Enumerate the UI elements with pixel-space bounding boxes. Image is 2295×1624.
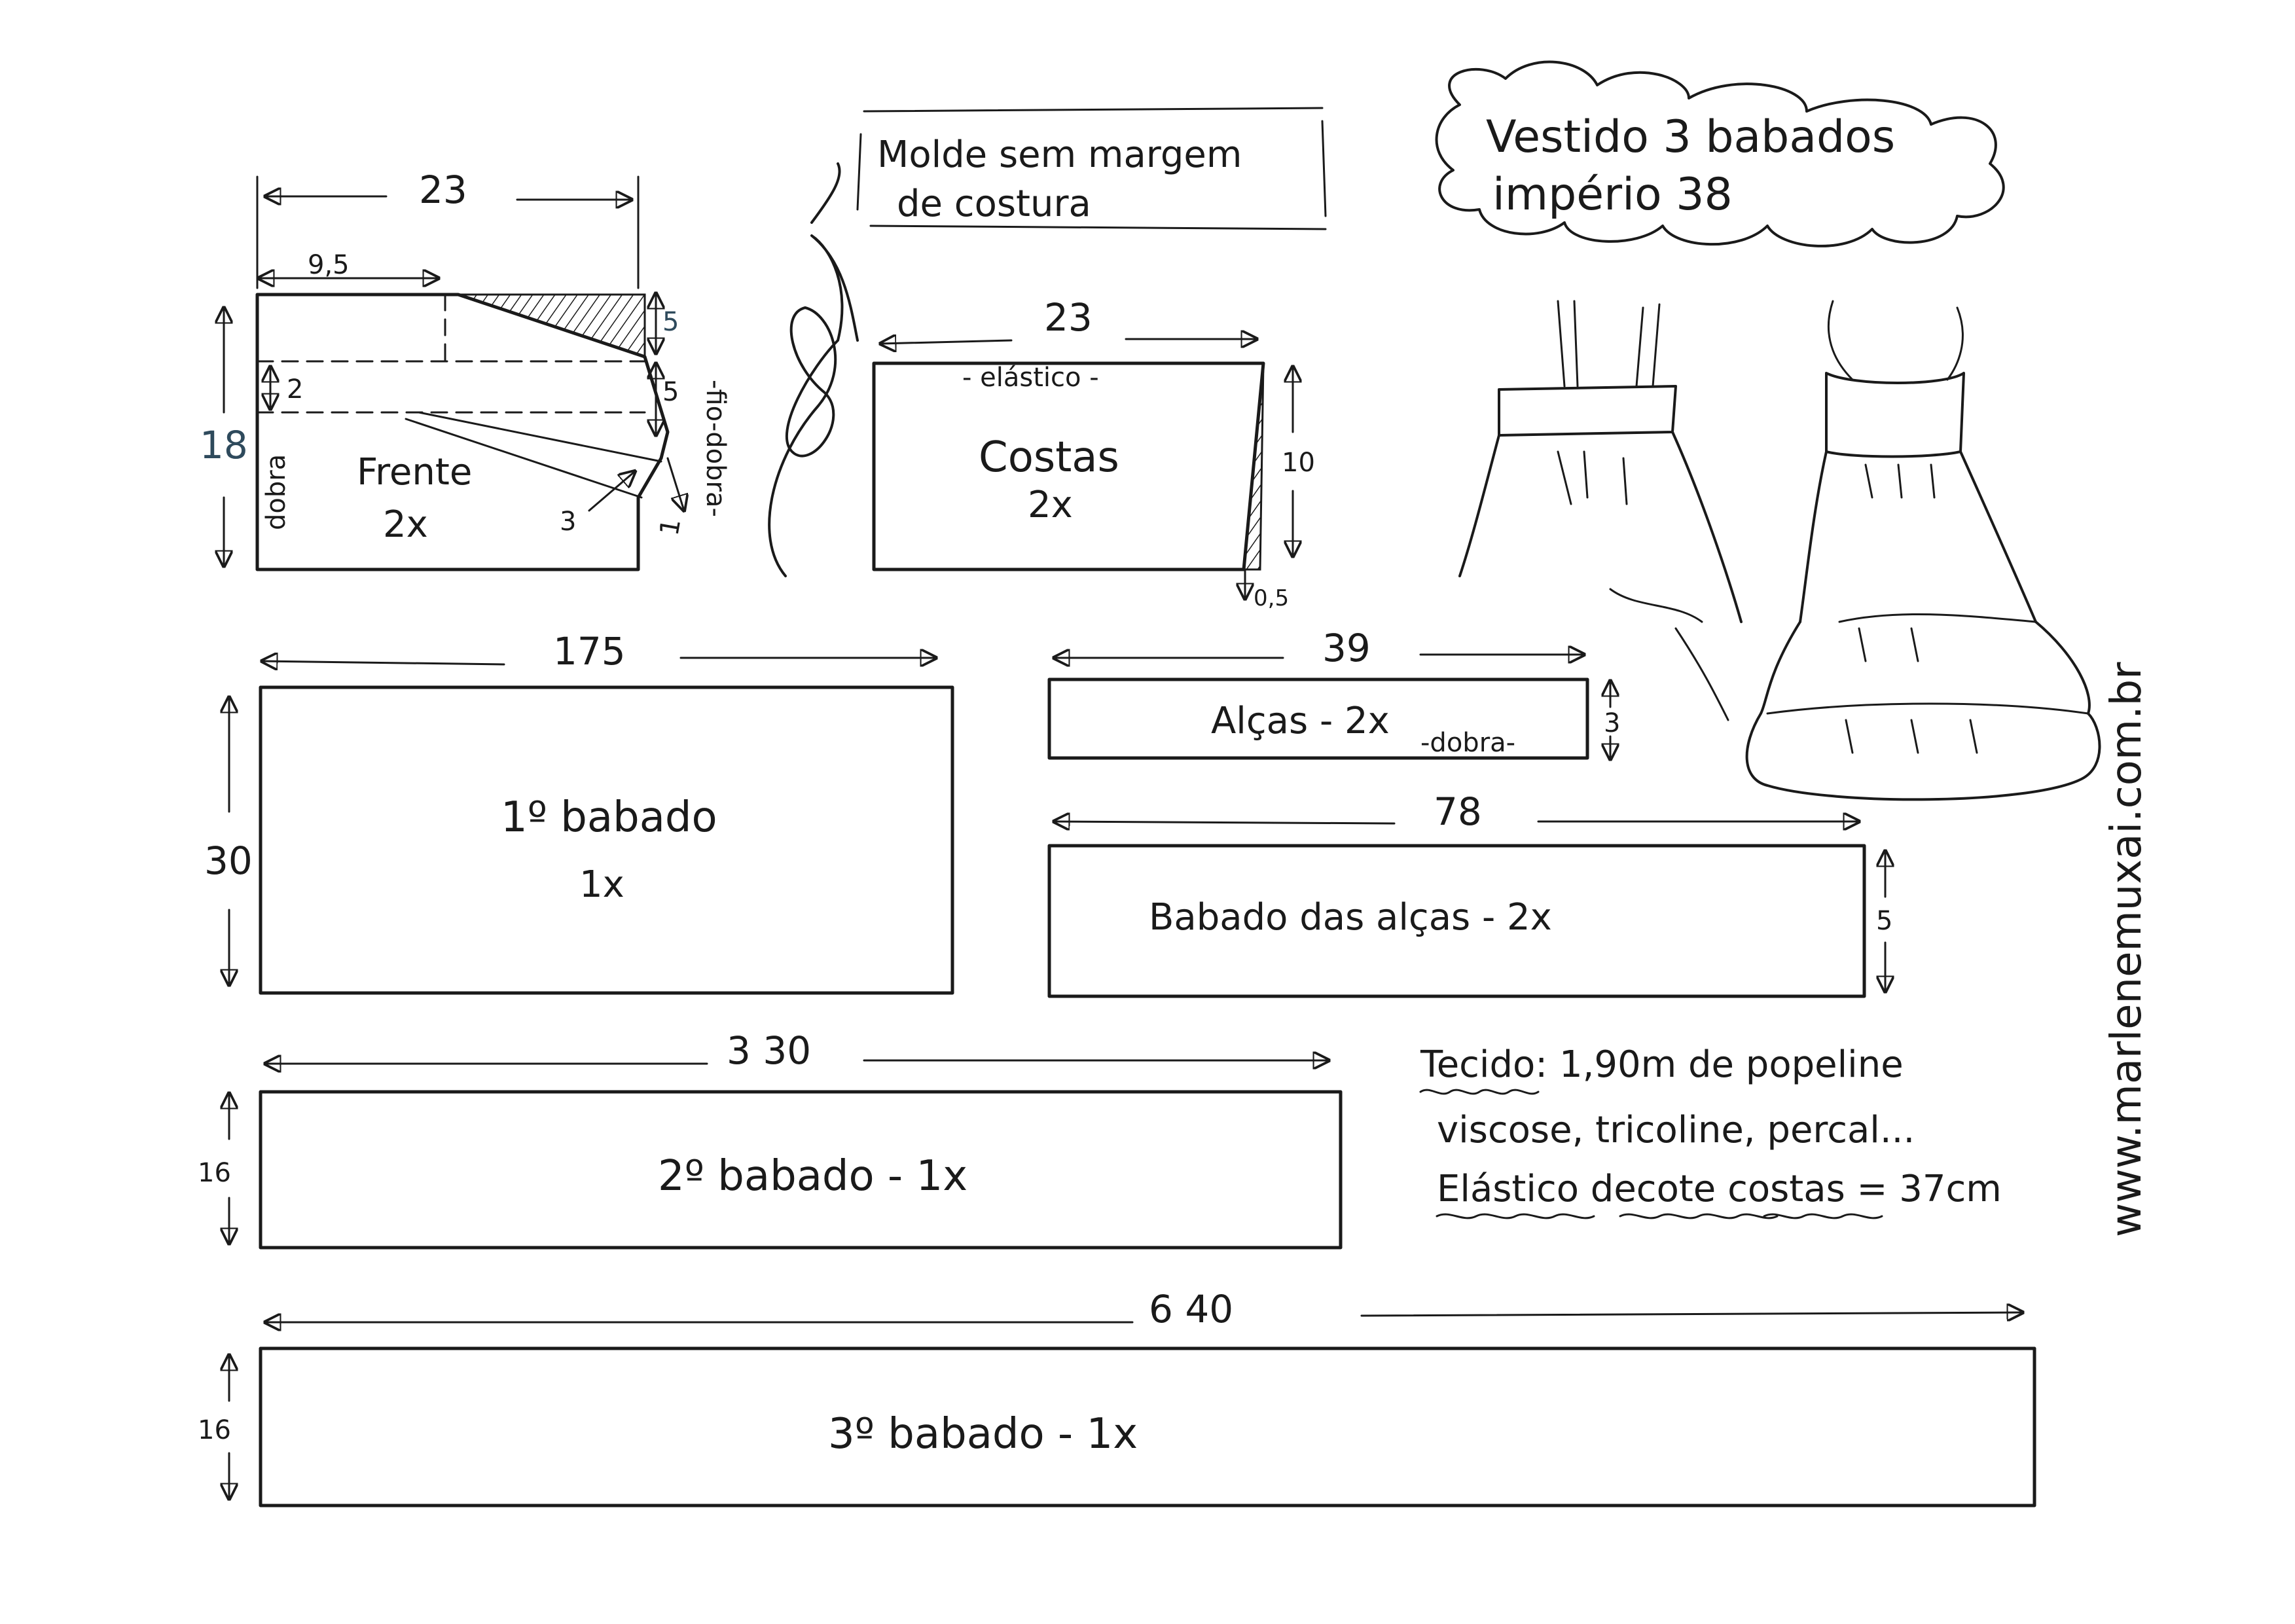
dress-sketch-front bbox=[1458, 300, 1743, 721]
frente-dart-arrow bbox=[588, 471, 635, 512]
babado3-width: 6 40 bbox=[1149, 1287, 1233, 1331]
note-line-2: de costura bbox=[897, 183, 1091, 225]
frente-side: 1 bbox=[655, 516, 687, 538]
alcas-outline bbox=[1047, 677, 1589, 760]
alcas-height: 3 bbox=[1604, 708, 1620, 738]
fabric-note: Tecido: 1,90m de popeline viscose, trico… bbox=[1419, 1043, 2002, 1219]
frente-neck: 9,5 bbox=[308, 250, 350, 280]
sketch1-bodice bbox=[1498, 385, 1677, 437]
frente-side-arrow bbox=[666, 457, 684, 511]
sketch2-skirt-mid bbox=[1760, 621, 2091, 715]
sketch2-skirt-hem bbox=[1745, 712, 2101, 801]
sketch2-skirt-top bbox=[1799, 450, 2037, 623]
babado2-outline bbox=[259, 1090, 1343, 1250]
fabric-line-2: viscose, tricoline, percal... bbox=[1437, 1109, 1915, 1151]
fabric-squiggle-2 bbox=[1436, 1213, 1595, 1219]
piece-babado-3: 6 40 16 3º babado - 1x bbox=[198, 1287, 2036, 1507]
costas-elastic: - elástico - bbox=[962, 363, 1099, 393]
sketch2-gathers bbox=[1845, 463, 1978, 754]
alcas-label: Alças - 2x bbox=[1211, 700, 1390, 742]
piece-frente: 23 9,5 18 2 5 5 3 1 dobra Frente 2x bbox=[200, 168, 687, 571]
fabric-line-1: Tecido: 1,90m de popeline bbox=[1420, 1043, 1904, 1086]
costas-width-arrow-l bbox=[880, 340, 1013, 344]
babadoalcas-width-arrow-l bbox=[1054, 821, 1396, 823]
title-cloud: Vestido 3 babados império 38 bbox=[1435, 60, 2005, 247]
fabric-squiggle-3 bbox=[1619, 1213, 1779, 1219]
title-line-2: império 38 bbox=[1492, 169, 1733, 221]
frente-width: 23 bbox=[419, 168, 467, 212]
sketch1-skirt-sides bbox=[1458, 431, 1743, 623]
babado1-label: 1º babado bbox=[501, 793, 717, 842]
costas-hem-offset: 0,5 bbox=[1254, 585, 1289, 611]
title-line-1: Vestido 3 babados bbox=[1486, 111, 1895, 163]
piece-babado-2: 3 30 16 2º babado - 1x bbox=[198, 1028, 1343, 1250]
fabric-squiggle-4 bbox=[1763, 1213, 1883, 1219]
costas-qty: 2x bbox=[1028, 484, 1073, 526]
costas-label: Costas bbox=[979, 433, 1119, 482]
alcas-fold: -dobra- bbox=[1420, 728, 1515, 758]
costas-height: 10 bbox=[1282, 448, 1315, 478]
costas-outline bbox=[872, 361, 1265, 571]
costas-width: 23 bbox=[1044, 295, 1093, 340]
frente-fold: dobra bbox=[261, 454, 291, 530]
sketch1-gathers bbox=[1557, 450, 1628, 505]
fabric-squiggle-1 bbox=[1419, 1089, 1540, 1095]
babado1-height: 30 bbox=[204, 839, 253, 883]
piece-babado-alcas: 78 Babado das alças - 2x 5 bbox=[1047, 789, 1892, 998]
frente-dart: 3 bbox=[560, 507, 576, 537]
note-border-lines bbox=[863, 107, 1327, 230]
sketch2-strap-ruffles bbox=[1827, 300, 1964, 381]
frente-dart-lines bbox=[405, 411, 662, 499]
cloud-outline bbox=[1435, 60, 2005, 247]
babado2-label: 2º babado - 1x bbox=[658, 1152, 967, 1200]
frente-armhole: 5 bbox=[662, 377, 679, 407]
frente-outline bbox=[255, 293, 670, 571]
babado3-label: 3º babado - 1x bbox=[828, 1410, 1138, 1458]
sketch2-tier-lines bbox=[1766, 613, 2089, 715]
frente-label: Frente bbox=[357, 451, 472, 494]
note-side-lines bbox=[856, 120, 1327, 217]
babado1-width-arrow-l bbox=[262, 661, 505, 664]
babado2-width: 3 30 bbox=[727, 1028, 811, 1073]
babado3-height: 16 bbox=[198, 1415, 231, 1445]
babado1-width: 175 bbox=[553, 629, 626, 674]
dress-sketch-back bbox=[1745, 300, 2101, 801]
alcas-width: 39 bbox=[1322, 626, 1371, 670]
seam-allowance-note: Molde sem margem de costura bbox=[856, 107, 1327, 230]
babado3-width-arrow-r bbox=[1360, 1312, 2023, 1316]
babadoalcas-height: 5 bbox=[1876, 906, 1892, 936]
babado1-outline bbox=[259, 685, 954, 995]
costas-fold: -fio-dobra- bbox=[700, 380, 731, 517]
signature bbox=[768, 162, 859, 577]
sketch1-straps bbox=[1557, 300, 1661, 388]
frente-shoulder: 5 bbox=[662, 307, 679, 337]
frente-gap: 2 bbox=[287, 374, 303, 405]
sketch1-ruffles bbox=[1609, 588, 1729, 721]
sketch2-bodice bbox=[1825, 372, 1965, 458]
piece-babado-1: 175 30 1º babado 1x bbox=[204, 629, 954, 995]
babadoalcas-width: 78 bbox=[1434, 789, 1482, 834]
babado3-outline bbox=[259, 1346, 2036, 1507]
babado2-height: 16 bbox=[198, 1158, 231, 1188]
website-url: www.marlenemuxai.com.br bbox=[2103, 662, 2151, 1237]
note-line-1: Molde sem margem bbox=[877, 134, 1242, 176]
piece-alcas: 39 Alças - 2x -dobra- 3 bbox=[1047, 626, 1620, 760]
babadoalcas-outline bbox=[1047, 844, 1866, 998]
babadoalcas-label: Babado das alças - 2x bbox=[1149, 896, 1552, 939]
piece-costas: 23 - elástico - -fio-dobra- Costas 2x 10… bbox=[700, 295, 1315, 611]
frente-qty: 2x bbox=[383, 503, 428, 546]
frente-height: 18 bbox=[200, 423, 248, 467]
babado1-qty: 1x bbox=[579, 863, 624, 906]
elastic-line: Elástico decote costas = 37cm bbox=[1437, 1168, 2002, 1210]
